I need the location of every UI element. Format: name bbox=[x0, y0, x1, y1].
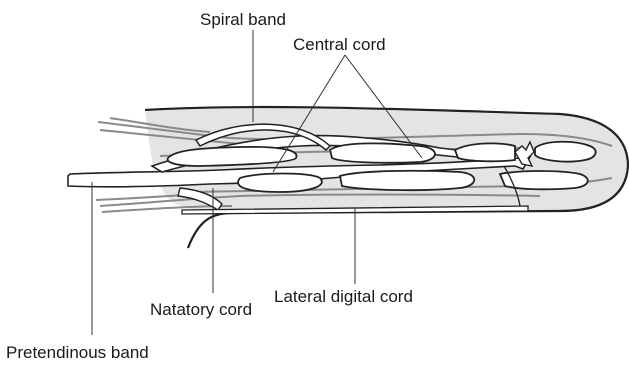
label-lateral-digital-cord: Lateral digital cord bbox=[274, 287, 413, 306]
label-central-cord: Central cord bbox=[293, 35, 386, 54]
label-spiral-band: Spiral band bbox=[200, 10, 286, 29]
label-pretendinous-band: Pretendinous band bbox=[6, 343, 149, 362]
label-natatory-cord: Natatory cord bbox=[150, 300, 252, 319]
